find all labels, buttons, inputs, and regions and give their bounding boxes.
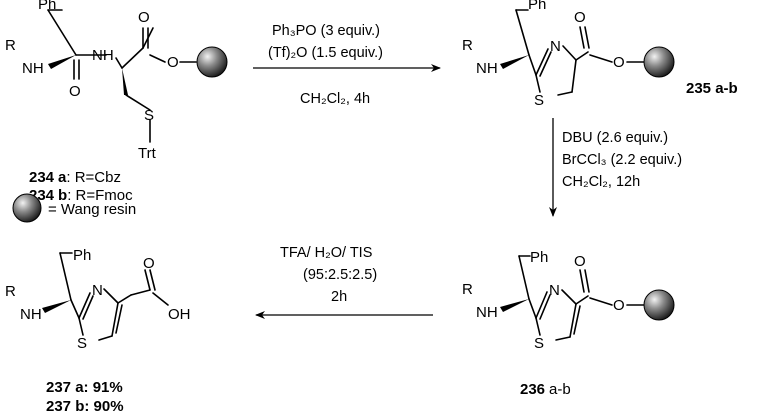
compound-237-label: 237 a: 91% 237 b: 90% [46,379,124,415]
r-label: R [5,283,16,300]
reagent-text: BrCCl₃ (2.2 equiv.) [562,152,682,168]
o-label: O [574,9,586,26]
compound-235-label: 235 a-b [686,80,738,97]
nh-label: NH [476,304,498,321]
variant-b: b [58,187,67,204]
compound-236-structure: Ph R NH N S O O [462,249,675,352]
nh-label: NH [476,60,498,77]
n-label: N [550,38,561,55]
o-label: O [143,255,155,272]
time-text: 2h [331,289,347,305]
yield-a: : 91% [84,379,123,396]
o-label: O [613,54,625,71]
variant-a: a [58,169,67,186]
reaction-arrow-1: Ph₃PO (3 equiv.) (Tf)₂O (1.5 equiv.) CH₂… [253,23,441,107]
variant-a: 237 a [46,379,84,396]
compound-number: 236 [520,381,545,398]
yield-b: : 90% [84,398,123,415]
trt-label: Trt [138,145,157,162]
resin-bead-icon [12,193,42,223]
reaction-arrow-2: DBU (2.6 equiv.) BrCCl₃ (2.2 equiv.) CH₂… [549,118,682,217]
s-label: S [77,335,87,352]
o-label: O [574,253,586,270]
r-label: R [462,37,473,54]
ph-label: Ph [528,0,546,13]
variant-b: 237 b [46,398,84,415]
wang-resin-legend: = Wang resin [12,193,136,223]
ph-label: Ph [73,247,91,264]
svg-text:237 b: 90%: 237 b: 90% [46,398,124,415]
o-label: O [69,83,81,100]
legend-text: = Wang resin [48,201,136,218]
o-label: O [138,9,150,26]
compound-234-structure: Ph R NH NH O O O S Trt [5,0,228,162]
nh-label: NH [20,306,42,323]
n-label: N [92,282,103,299]
s-label: S [144,107,154,124]
ph-label: Ph [38,0,56,13]
svg-text:237 a: 91%: 237 a: 91% [46,379,123,396]
r-label: R [5,37,16,54]
solvent-text: CH₂Cl₂, 4h [300,91,370,107]
compound-suffix: a-b [549,381,571,398]
variant-b-text: : R=Fmoc [67,187,133,204]
reagent-text: DBU (2.6 equiv.) [562,130,668,146]
compound-235-structure: Ph R NH N S O O [462,0,675,109]
s-label: S [534,92,544,109]
compound-number: 234 [29,169,55,186]
ph-label: Ph [530,249,548,266]
solvent-text: CH₂Cl₂, 12h [562,174,640,190]
o-label: O [167,54,179,71]
reagent-text: Ph₃PO (3 equiv.) [272,23,380,39]
reagent-text: (95:2.5:2.5) [303,267,377,283]
reagent-text: TFA/ H₂O/ TIS [280,245,372,261]
reaction-arrow-3: TFA/ H₂O/ TIS (95:2.5:2.5) 2h [255,245,433,319]
reagent-text: (Tf)₂O (1.5 equiv.) [268,45,383,61]
variant-a-text: : R=Cbz [66,169,121,186]
nh-label: NH [92,47,114,64]
n-label: N [549,282,560,299]
nh-label: NH [22,60,44,77]
r-label: R [462,281,473,298]
compound-237-structure: Ph R NH N S O OH [5,247,191,352]
s-label: S [534,335,544,352]
o-label: O [613,297,625,314]
oh-label: OH [168,306,191,323]
